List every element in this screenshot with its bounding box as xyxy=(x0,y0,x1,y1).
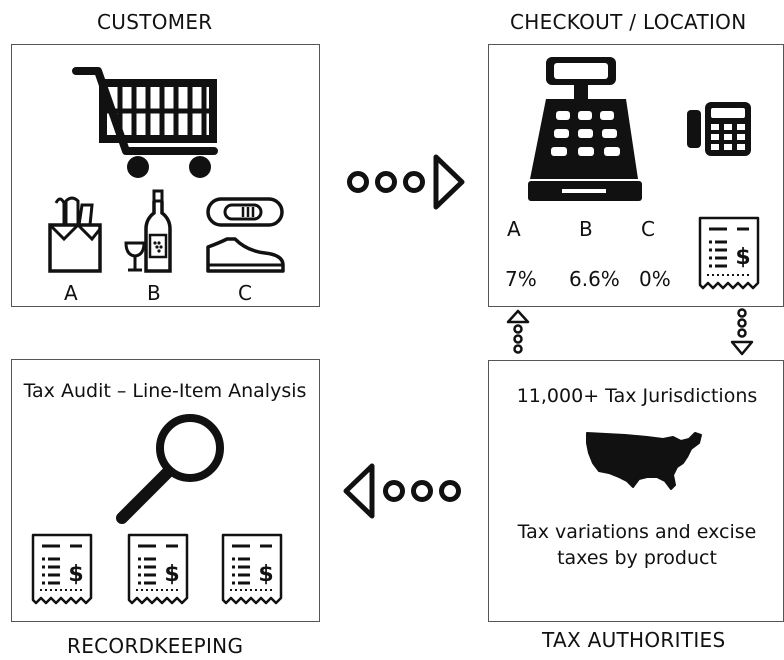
receipt-icon: $ xyxy=(30,532,94,612)
magnifying-glass-icon xyxy=(110,410,230,528)
jurisdictions-text: 11,000+ Tax Jurisdictions xyxy=(516,385,758,407)
receipt-icon: $ xyxy=(697,215,761,299)
svg-text:$: $ xyxy=(68,562,83,587)
tax-authorities-box: 11,000+ Tax Jurisdictions Tax variations… xyxy=(488,360,784,622)
checkout-box: A B C 7% 6.6% 0% $ xyxy=(488,44,784,307)
wine-bottle-glass-icon xyxy=(124,189,180,273)
cash-register-icon xyxy=(526,55,646,203)
svg-text:$: $ xyxy=(735,245,750,270)
checkout-rate-a: 7% xyxy=(505,267,537,291)
svg-text:$: $ xyxy=(258,562,273,587)
checkout-category-b: B xyxy=(579,217,593,241)
flow-arrow-right-icon xyxy=(344,151,470,213)
recordkeeping-box: Tax Audit – Line-Item Analysis $ xyxy=(11,359,320,622)
grocery-bag-icon xyxy=(46,195,104,273)
checkout-title: CHECKOUT / LOCATION xyxy=(510,10,747,34)
tax-variations-line1: Tax variations and excise xyxy=(517,521,757,543)
customer-item-label-b: B xyxy=(147,281,161,305)
audit-title: Tax Audit – Line-Item Analysis xyxy=(23,380,307,402)
tax-authorities-title: TAX AUTHORITIES xyxy=(542,628,726,652)
customer-title: CUSTOMER xyxy=(97,10,213,34)
shopping-cart-icon xyxy=(72,63,232,181)
receipt-icon: $ xyxy=(126,532,190,612)
checkout-category-c: C xyxy=(641,217,655,241)
customer-box: A B C xyxy=(11,44,320,307)
checkout-category-a: A xyxy=(507,217,521,241)
flow-arrow-down-icon xyxy=(729,306,755,358)
shoe-icon xyxy=(205,195,287,277)
customer-item-label-c: C xyxy=(238,281,252,305)
checkout-rate-c: 0% xyxy=(639,267,671,291)
checkout-rate-b: 6.6% xyxy=(569,267,620,291)
usa-map-icon xyxy=(585,429,709,495)
receipt-icon: $ xyxy=(220,532,284,612)
flow-arrow-up-icon xyxy=(505,308,531,358)
recordkeeping-title: RECORDKEEPING xyxy=(67,634,244,658)
svg-text:$: $ xyxy=(164,562,179,587)
card-terminal-icon xyxy=(687,100,755,158)
customer-item-label-a: A xyxy=(64,281,78,305)
tax-variations-line2: taxes by product xyxy=(557,547,717,569)
flow-arrow-left-icon xyxy=(340,460,466,522)
